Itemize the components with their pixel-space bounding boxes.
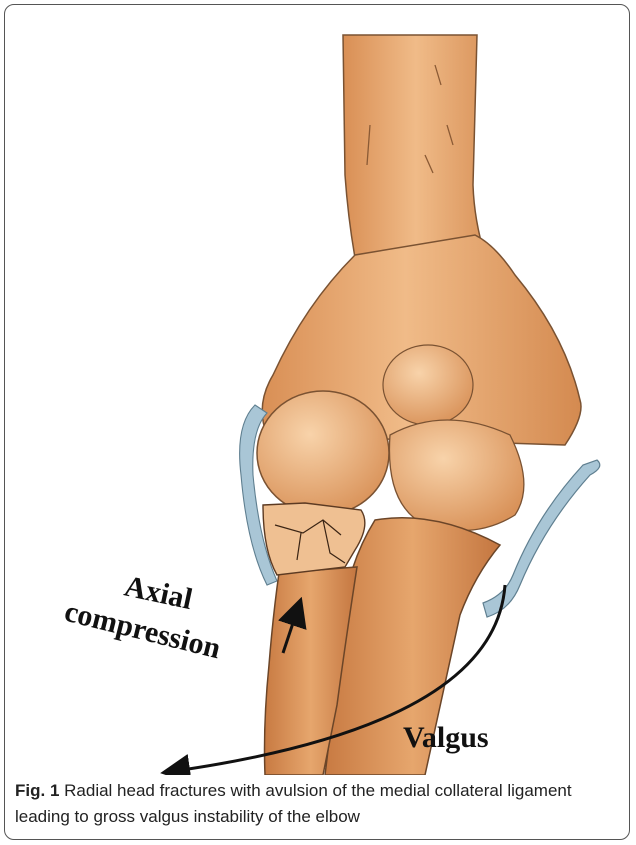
radial-head-fracture bbox=[263, 503, 365, 575]
capitulum bbox=[257, 391, 389, 515]
valgus-label: Valgus bbox=[403, 721, 489, 754]
figure-caption: Fig. 1 Radial head fractures with avulsi… bbox=[15, 778, 615, 830]
figure-label: Fig. 1 bbox=[15, 781, 59, 800]
elbow-illustration: Axial compression Valgus bbox=[5, 5, 630, 775]
axial-label-line1: Axial bbox=[122, 570, 196, 616]
trochlea bbox=[389, 420, 523, 531]
figure-caption-text: Radial head fractures with avulsion of t… bbox=[15, 781, 572, 826]
medial-condyle bbox=[383, 345, 473, 425]
figure-frame: Axial compression Valgus Fig. 1 Radial h… bbox=[4, 4, 630, 840]
